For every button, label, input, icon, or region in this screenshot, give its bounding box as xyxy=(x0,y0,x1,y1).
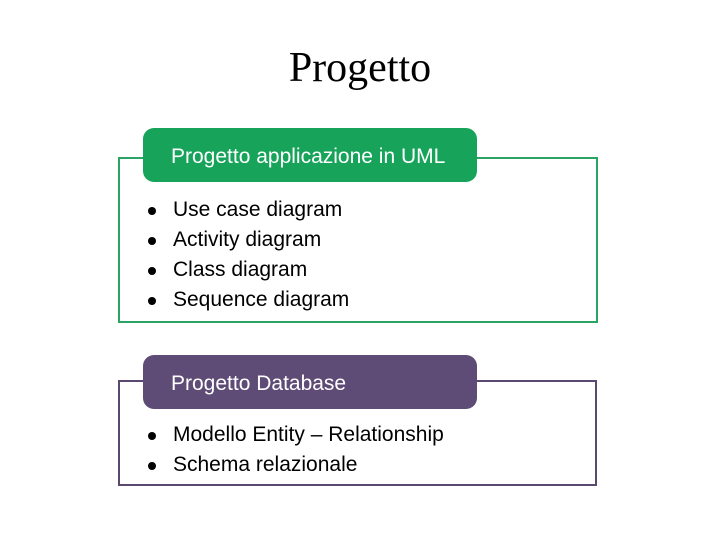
bullet-icon xyxy=(148,432,156,440)
list-item-label: Modello Entity – Relationship xyxy=(173,423,444,446)
list-item-label: Use case diagram xyxy=(173,198,343,221)
uml-header-box: Progetto applicazione in UML xyxy=(143,128,477,182)
slide-title: Progetto xyxy=(288,45,432,91)
bullet-icon xyxy=(148,207,156,215)
list-item-label: Schema relazionale xyxy=(173,453,358,476)
bullet-icon xyxy=(148,267,156,275)
uml-bullet-list: Use case diagram Activity diagram Class … xyxy=(148,195,349,315)
list-item: Modello Entity – Relationship xyxy=(148,420,444,450)
list-item-label: Class diagram xyxy=(173,258,308,281)
list-item-label: Activity diagram xyxy=(173,228,322,251)
bullet-icon xyxy=(148,462,156,470)
list-item: Schema relazionale xyxy=(148,450,444,480)
bullet-icon xyxy=(148,297,156,305)
database-header-box: Progetto Database xyxy=(143,355,477,409)
list-item: Class diagram xyxy=(148,255,349,285)
uml-header-label: Progetto applicazione in UML xyxy=(171,145,446,168)
database-bullet-list: Modello Entity – Relationship Schema rel… xyxy=(148,420,444,480)
list-item: Sequence diagram xyxy=(148,285,349,315)
database-header-label: Progetto Database xyxy=(171,372,347,395)
list-item: Activity diagram xyxy=(148,225,349,255)
list-item-label: Sequence diagram xyxy=(173,288,350,311)
list-item: Use case diagram xyxy=(148,195,349,225)
bullet-icon xyxy=(148,237,156,245)
